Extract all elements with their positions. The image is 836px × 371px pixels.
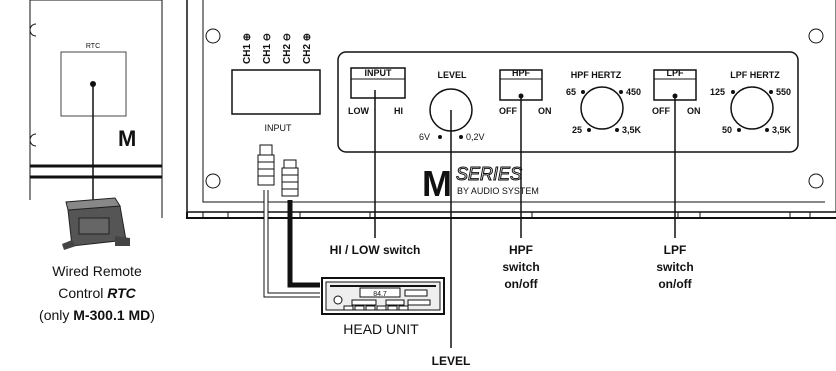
head-unit-label: HEAD UNIT [343,321,419,337]
level-title: LEVEL [437,70,467,80]
hpf-hertz-knob[interactable] [580,86,624,130]
input-terminal-label: INPUT [265,123,293,133]
hpf-hertz-v4: 3,5K [622,125,642,135]
ch1-plus-label: CH1 ⊕ [242,33,253,64]
callout-hi-low: HI / LOW switch [330,243,421,257]
input-switch-title: INPUT [365,68,393,78]
rtc-caption-line2: Control RTC [58,285,136,301]
callout-hpf-3: on/off [504,277,538,291]
ch1-minus-label: CH1 ⊖ [262,33,273,64]
controls-panel: INPUT LOW HI LEVEL 6V 0,2V HPF OFF ON HP… [337,51,799,153]
lpf-hertz-v2: 550 [776,87,791,97]
callout-level: LEVEL [432,354,471,368]
hpf-hertz-v3: 25 [572,125,582,135]
lpf-hertz-v3: 50 [722,125,732,135]
ch2-minus-label: CH2 ⊖ [282,33,293,64]
callout-lines [374,90,676,348]
callout-lpf-3: on/off [658,277,692,291]
rtc-caption-line1: Wired Remote [52,263,142,279]
rtc-panel: RTC M [29,0,163,218]
rtc-caption-line3: (only M-300.1 MD) [39,307,155,323]
rtc-m-logo: M [118,126,136,151]
hpf-off-label: OFF [499,106,517,116]
brand-logo: M SERIES BY AUDIO SYSTEM [422,163,539,204]
head-unit: 84.7 HEAD UNIT [321,277,445,337]
callout-lpf-1: LPF [664,243,687,257]
brand-series: SERIES [456,164,522,184]
lpf-hertz-knob[interactable] [730,86,774,130]
callout-hpf-2: switch [502,260,539,274]
lpf-on-label: ON [687,106,701,116]
rtc-remote-device [62,197,130,250]
lpf-hertz-v4: 3,5K [772,125,792,135]
brand-m: M [422,163,452,204]
level-max-label: 0,2V [466,132,485,142]
rca-cables [257,144,320,298]
head-unit-display: 84.7 [373,291,387,298]
input-switch[interactable] [350,67,406,99]
input-hi-label: HI [394,106,403,116]
terminal-block: CH1 ⊕ CH1 ⊖ CH2 ⊖ CH2 ⊕ INPUT [231,33,321,133]
input-low-label: LOW [348,106,369,116]
hpf-switch-title: HPF [512,68,531,78]
callout-hpf-1: HPF [509,243,533,257]
rtc-label: RTC [86,43,100,50]
brand-by: BY AUDIO SYSTEM [457,186,539,196]
hpf-hertz-title: HPF HERTZ [571,70,622,80]
callout-lpf-2: switch [656,260,693,274]
hpf-hertz-v1: 65 [566,87,576,97]
hpf-hertz-v2: 450 [626,87,641,97]
ch2-plus-label: CH2 ⊕ [302,33,313,64]
lpf-switch-title: LPF [667,68,685,78]
lpf-off-label: OFF [652,106,670,116]
hpf-on-label: ON [538,106,552,116]
level-min-label: 6V [419,132,430,142]
lpf-hertz-title: LPF HERTZ [730,70,780,80]
amplifier-faceplate [186,0,836,219]
lpf-hertz-v1: 125 [710,87,725,97]
